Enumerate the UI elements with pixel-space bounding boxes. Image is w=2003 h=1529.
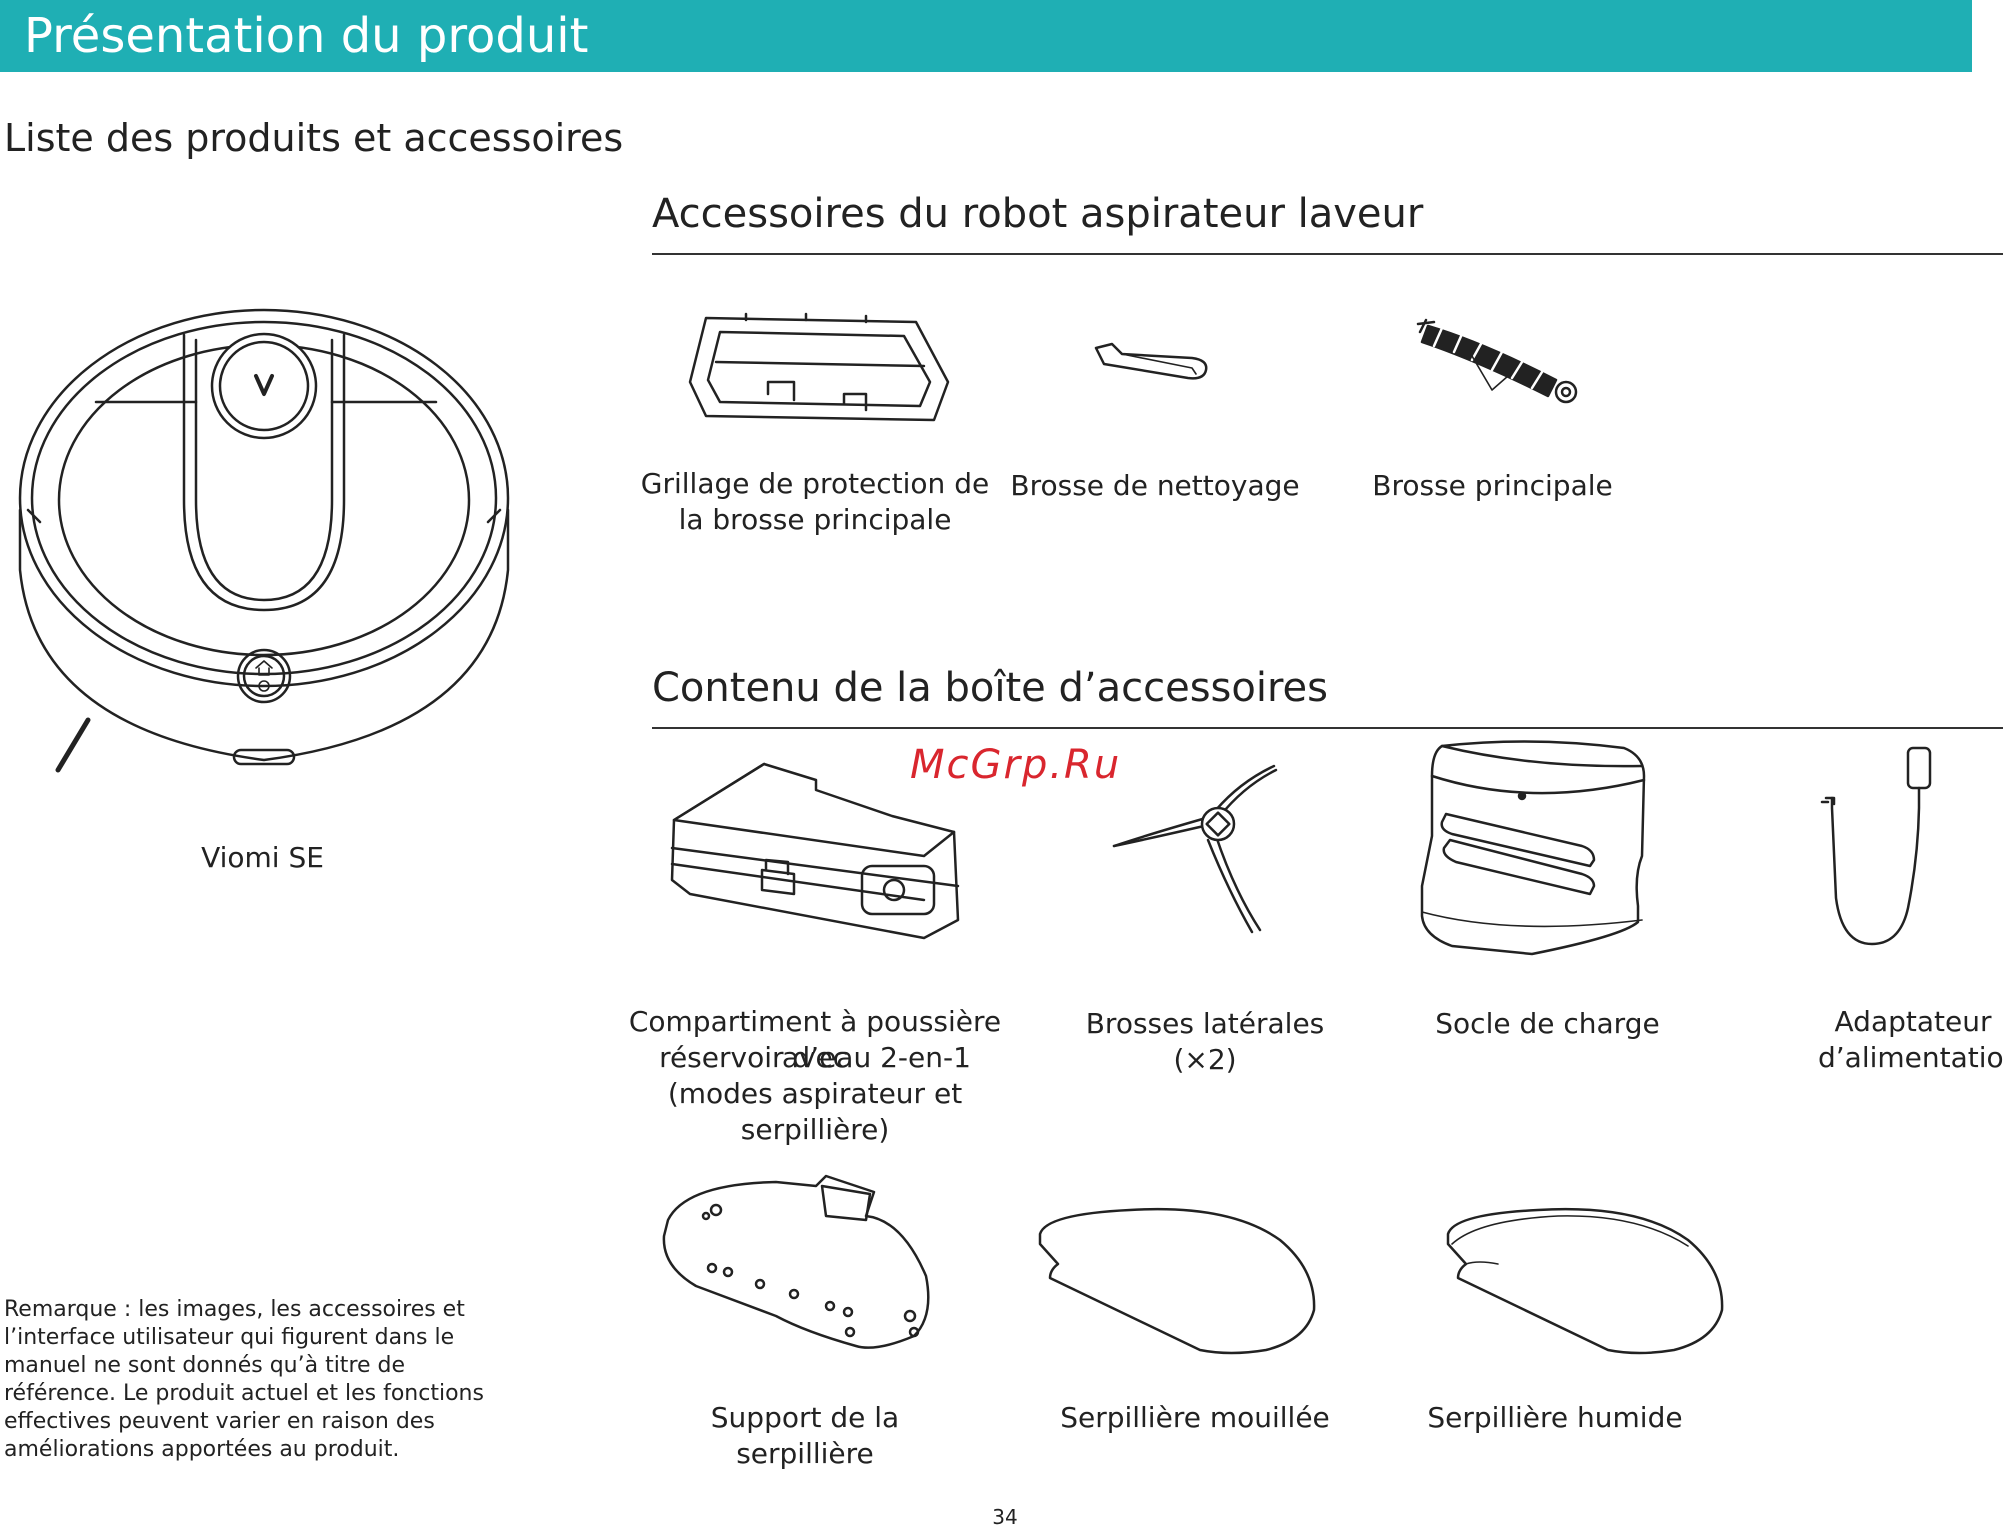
watermark: McGrp.Ru (910, 742, 1122, 788)
section-divider (652, 727, 2003, 729)
note-line: manuel ne sont donnés qu’à titre de (4, 1353, 406, 1378)
robot-label: Viomi SE (201, 841, 324, 874)
section-divider (652, 253, 2003, 255)
label-damp-mop: Serpillière humide (1427, 1401, 1683, 1434)
label-dustbin-line3: (modes aspirateur et serpillière) (667, 1077, 963, 1146)
note-line: effectives peuvent varier en raison des (4, 1409, 435, 1434)
label-mop-bracket-line1: Support de la (710, 1401, 900, 1434)
label-charging-dock: Socle de charge (1435, 1007, 1660, 1040)
label-main-brush: Brosse principale (1372, 469, 1613, 502)
power-adapter-icon (1820, 746, 1932, 946)
label-dustbin-line1: Compartiment à poussière avec (628, 1005, 1002, 1074)
robot-vacuum-illustration (18, 308, 510, 773)
page-number: 34 (992, 1505, 1018, 1529)
note-line: l’interface utilisateur qui figurent dan… (4, 1325, 455, 1350)
label-power-adapter-line1: Adaptateur (1834, 1005, 1992, 1038)
side-brush-icon (1112, 764, 1278, 934)
label-brush-guard-line1: Grillage de protection de (640, 467, 990, 500)
page-title: Présentation du produit (24, 8, 589, 64)
dustbin-water-tank-icon (670, 762, 960, 940)
label-wet-mop: Serpillière mouillée (1060, 1401, 1330, 1434)
wet-mop-icon (1038, 1207, 1316, 1355)
label-power-adapter-line2: d’alimentation (1818, 1041, 2003, 1074)
note-line: référence. Le produit actuel et les fonc… (4, 1381, 484, 1406)
cleaning-tool-icon (1094, 342, 1208, 380)
viomi-v-logo-icon (254, 374, 274, 396)
mop-bracket-icon (662, 1174, 930, 1349)
charging-dock-icon (1420, 740, 1646, 956)
damp-mop-icon (1446, 1207, 1724, 1355)
label-cleaning-tool: Brosse de nettoyage (1010, 469, 1300, 502)
note-line: améliorations apportées au produit. (4, 1437, 400, 1462)
disclaimer-note: Remarque : les images, les accessoires e… (4, 1296, 544, 1464)
label-mop-bracket-line2: serpillière (736, 1437, 874, 1470)
main-brush-icon (1416, 318, 1578, 404)
note-line: Remarque : les images, les accessoires e… (4, 1297, 465, 1322)
label-dustbin-line2: réservoir d’eau 2-en-1 (659, 1041, 971, 1074)
section-title-robot-accessories: Accessoires du robot aspirateur laveur (652, 191, 1424, 237)
brush-guard-icon (688, 312, 950, 422)
page-heading: Liste des produits et accessoires (4, 116, 624, 160)
section-title-box-contents: Contenu de la boîte d’accessoires (652, 665, 1328, 711)
header-bar (0, 0, 1972, 72)
label-side-brush: Brosses latérales (×2) (1085, 1007, 1325, 1076)
label-brush-guard-line2: la brosse principale (678, 503, 952, 536)
